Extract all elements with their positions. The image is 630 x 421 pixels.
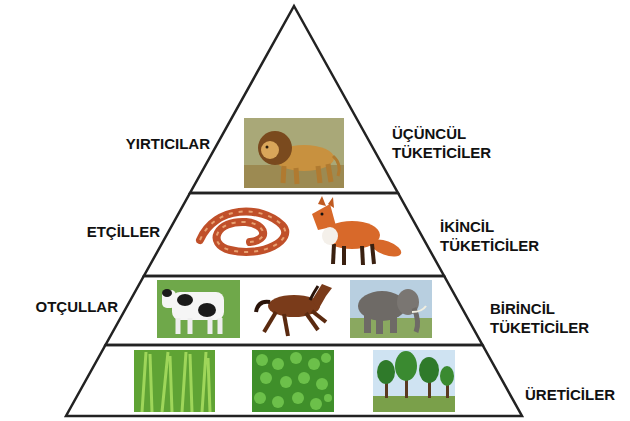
trophic-group-label: OTÇULLAR [36,297,119,316]
pyramid-band: ETÇİLLER İKİNCİL TÜKETİCİLER [0,193,630,276]
pyramid-band: ÜRETİCİLER [0,345,630,416]
lion-photo [244,118,344,188]
clover-photo [252,350,334,412]
band-shape [66,345,522,416]
trees-photo [373,350,455,412]
trophic-group-label: ETÇİLLER [87,222,160,241]
fox-photo [312,196,403,265]
pyramid-band: YIRTICILAR ÜÇÜNCÜL TÜKETİCİLER [0,6,630,193]
consumer-level-label: İKİNCİL TÜKETİCİLER [440,217,565,255]
grass-photo [134,350,215,412]
cow-photo [157,280,240,338]
trophic-group-label: YIRTICILAR [126,134,210,153]
horse-photo [256,284,332,336]
band-shape [190,6,398,193]
band-outline [0,345,630,416]
snake-photo [200,211,285,251]
consumer-level-label: BİRİNCİL TÜKETİCİLER [490,299,615,337]
band-shape [144,193,444,276]
pyramid-band: OTÇULLAR BİRİNCİL TÜKETİCİLER [0,276,630,345]
band-outline [0,6,630,193]
band-shape [105,276,482,345]
elephant-photo [350,280,432,338]
consumer-level-label: ÜRETİCİLER [525,385,615,404]
consumer-level-label: ÜÇÜNCÜL TÜKETİCİLER [392,124,517,162]
